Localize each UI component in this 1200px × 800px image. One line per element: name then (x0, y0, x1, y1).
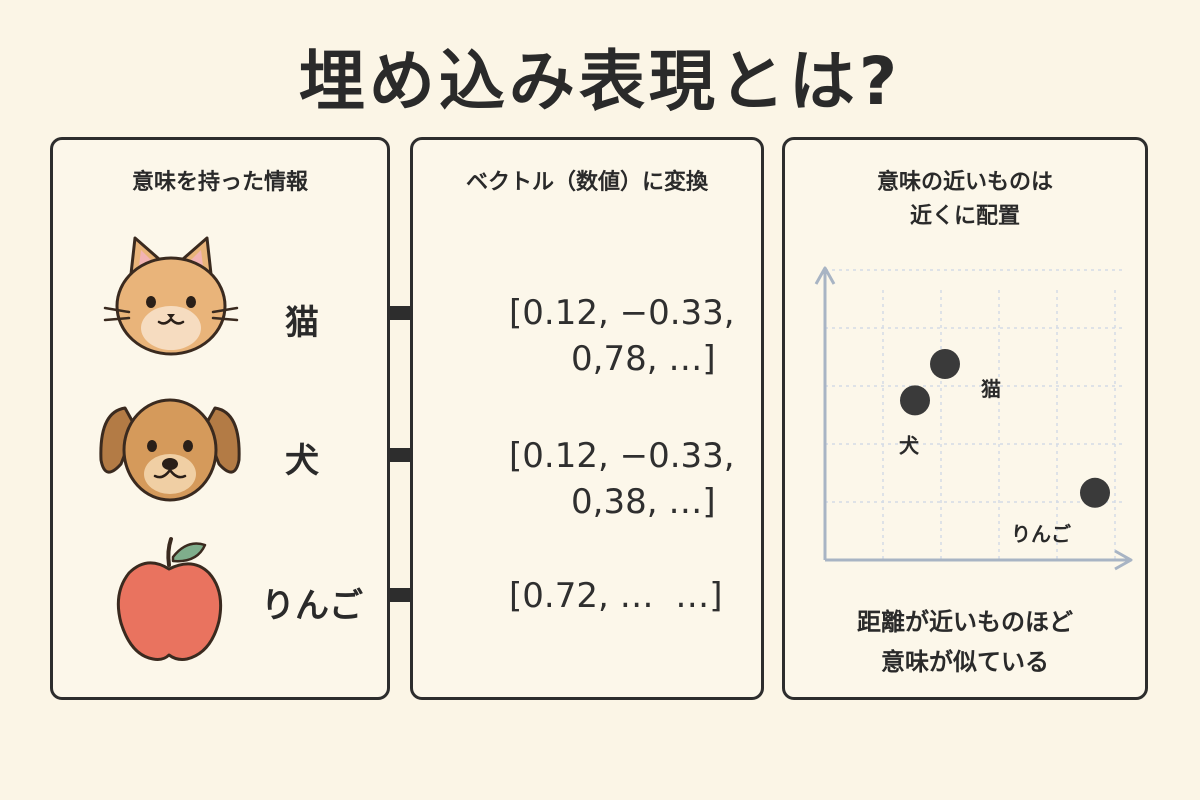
vector-line: 0,78, …] (571, 339, 716, 379)
point-label: 犬 (899, 433, 920, 457)
y-axis-arrow-icon (814, 266, 836, 285)
apple-icon (116, 537, 223, 661)
caption-line: 意味が似ている (881, 648, 1049, 676)
item-label-apple: りんご (261, 586, 363, 626)
vector-line: [0.12, −0.33, (509, 436, 735, 476)
vector-panel: ベクトル（数値）に変換 [0.12, −0.33, 0,78, …] [0.12… (410, 137, 764, 700)
vector-value-apple: [0.72, … …] (509, 573, 722, 619)
data-point (1080, 477, 1110, 508)
vector-panel-heading: ベクトル（数値）に変換 (465, 170, 708, 195)
space-panel-heading: 意味の近いものは 近くに配置 (785, 166, 1145, 234)
item-label-cat: 猫 (285, 303, 319, 343)
vector-line: [0.12, −0.33, (509, 293, 735, 333)
x-axis-arrow-icon (1114, 549, 1133, 571)
page-title: 埋め込み表現とは? (298, 43, 902, 120)
item-label-dog: 犬 (285, 441, 319, 481)
data-point (930, 349, 960, 379)
point-label: りんご (1011, 522, 1071, 546)
embedding-space-panel: 意味の近いものは 近くに配置 猫犬りんご 距離が近いものほど 意味が似ている (782, 137, 1148, 700)
dog-face-icon (99, 398, 241, 502)
point-label: 猫 (981, 377, 1001, 401)
vector-value-cat: [0.12, −0.33, 0,78, …] (509, 290, 735, 382)
caption-line: 距離が近いものほど (857, 608, 1073, 636)
cat-face-icon (103, 236, 239, 356)
info-panel: 意味を持った情報 猫 犬 りんご (50, 137, 390, 700)
space-heading-line: 近くに配置 (909, 204, 1020, 229)
data-point (900, 385, 930, 416)
vector-line: 0,38, …] (571, 482, 716, 522)
vector-value-dog: [0.12, −0.33, 0,38, …] (509, 433, 735, 525)
space-heading-line: 意味の近いものは (876, 170, 1053, 195)
info-panel-heading: 意味を持った情報 (131, 170, 308, 195)
space-caption: 距離が近いものほど 意味が似ている (785, 602, 1145, 682)
vector-line: [0.72, … …] (509, 576, 723, 616)
